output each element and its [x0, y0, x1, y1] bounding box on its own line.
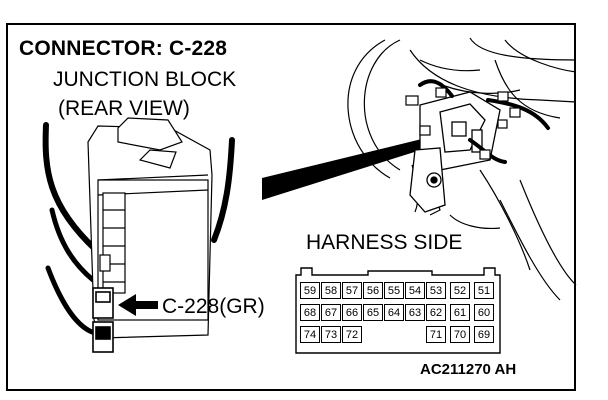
connector-pin: 54: [405, 282, 425, 299]
figure-frame: [6, 23, 576, 391]
connector-pin: 55: [384, 282, 404, 299]
connector-pin: 72: [342, 326, 362, 343]
harness-wire: [42, 122, 99, 253]
connector-face-outline: [295, 267, 501, 354]
figure-code: AC211270 AH: [420, 361, 517, 378]
connector-pin: 60: [474, 304, 494, 321]
connector-pin: 65: [363, 304, 383, 321]
c-228-connector-on-block: [92, 287, 114, 353]
connector-pin: 57: [342, 282, 362, 299]
connector-pin: 64: [384, 304, 404, 321]
connector-pin-grid: 59 58 57 56 55 54 53 52 51 68 67 66 65 6…: [300, 282, 496, 348]
connector-pin: 73: [321, 326, 341, 343]
connector-pin: 56: [363, 282, 383, 299]
dashboard-view: [347, 37, 577, 301]
connector-pin: 58: [321, 282, 341, 299]
connector-pin: 71: [426, 326, 446, 343]
junction-block-label: JUNCTION BLOCK: [53, 68, 237, 91]
harness-side-label: HARNESS SIDE: [306, 231, 463, 254]
harness-wire: [49, 207, 96, 283]
connector-pin: 52: [450, 282, 470, 299]
connector-pin: 70: [450, 326, 470, 343]
connector-pin: 69: [474, 326, 494, 343]
harness-wire: [45, 265, 95, 335]
connector-pin: 62: [426, 304, 446, 321]
connector-pin: 51: [474, 282, 494, 299]
connector-pin: 74: [300, 326, 320, 343]
callout-arrow: [118, 294, 158, 316]
dash-connectors: [405, 87, 521, 160]
junction-block: [87, 117, 213, 339]
connector-pin: 68: [300, 304, 320, 321]
connector-pin: 67: [321, 304, 341, 321]
connector-title: CONNECTOR: C-228: [19, 37, 228, 60]
rear-view-label: (REAR VIEW): [58, 97, 190, 120]
connector-pin: 66: [342, 304, 362, 321]
connector-pin: 53: [426, 282, 446, 299]
connector-pin: 63: [405, 304, 425, 321]
harness-wire: [211, 137, 235, 243]
connector-pin: 59: [300, 282, 320, 299]
connector-pin: 61: [450, 304, 470, 321]
connector-callout-label: C-228(GR): [162, 295, 265, 318]
leader-wedge: [262, 136, 440, 200]
